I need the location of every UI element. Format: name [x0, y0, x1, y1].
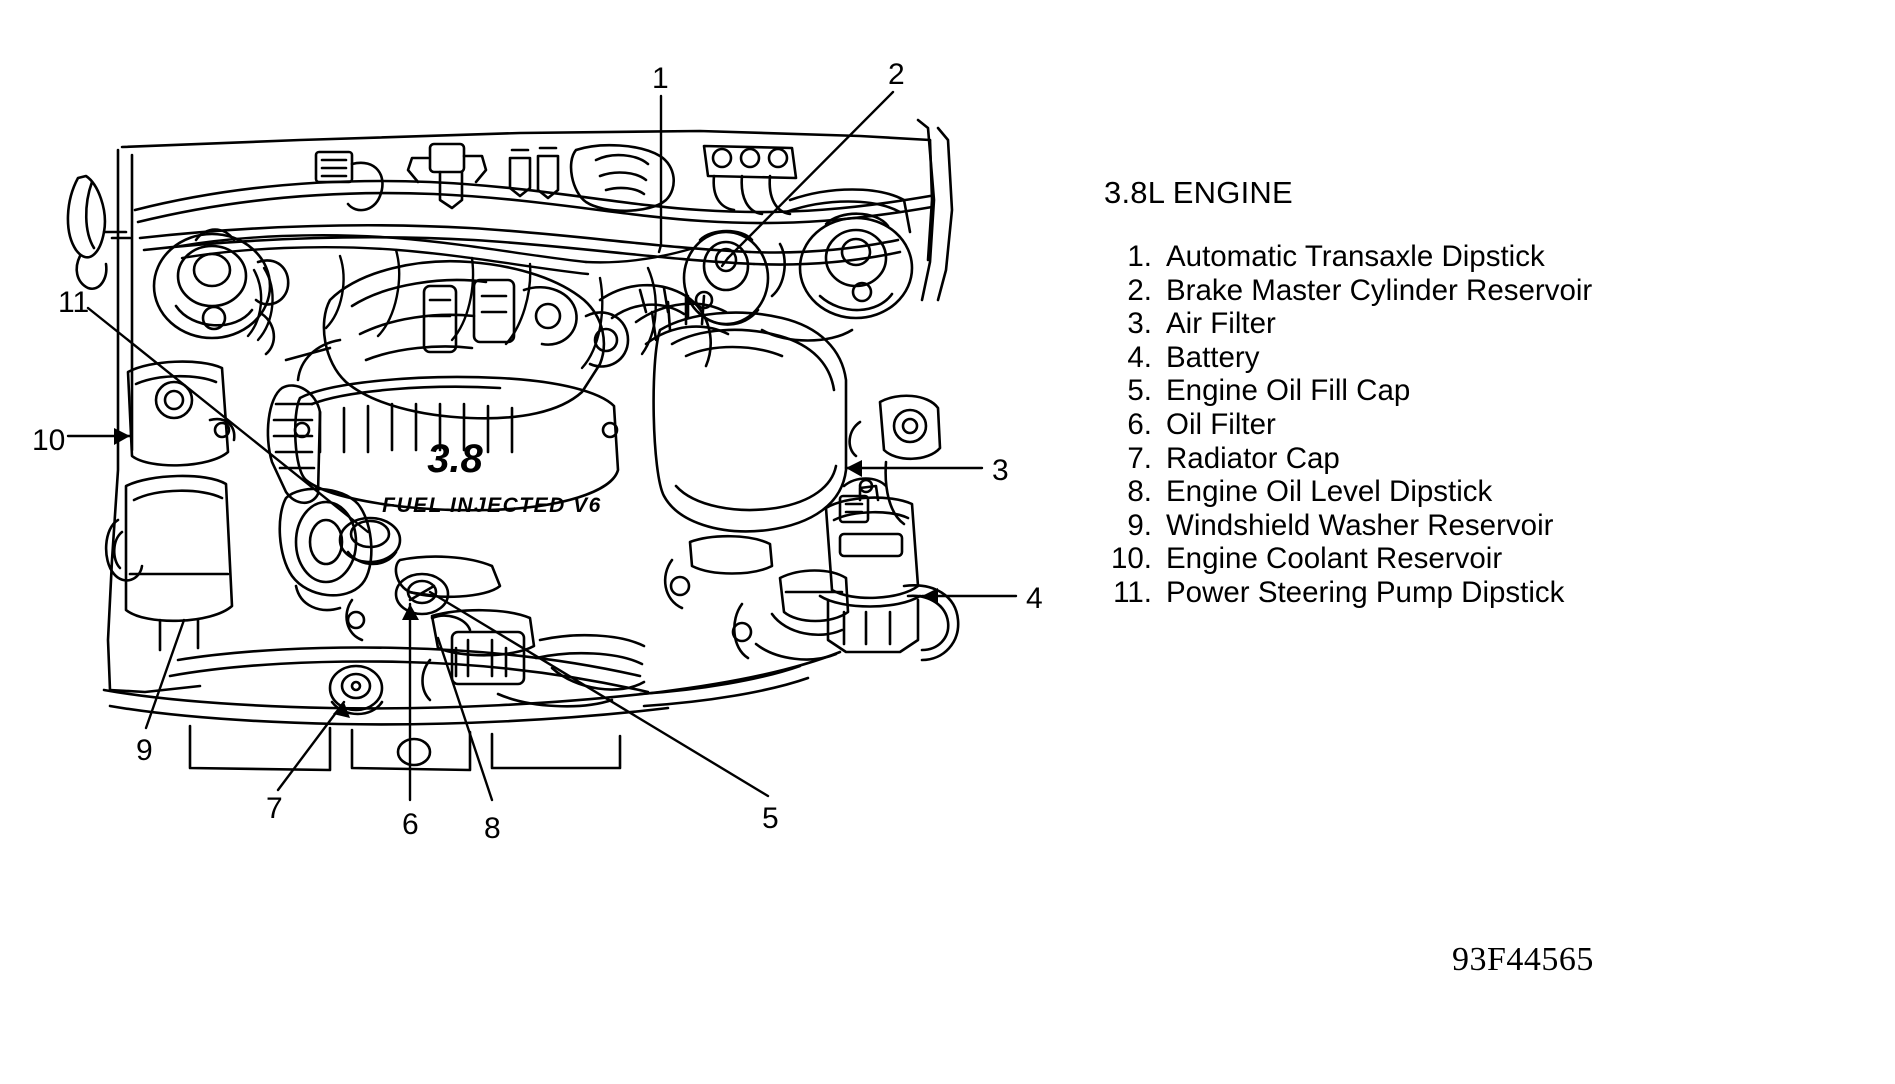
legend-item-number: 3.: [1127, 307, 1152, 341]
engine-fuel-system-text: FUEL INJECTED V6: [382, 494, 602, 517]
callout-leaders: [66, 90, 1018, 802]
wiring-harness: [178, 233, 696, 370]
legend-item-label: Engine Oil Fill Cap: [1166, 374, 1411, 408]
legend-item-number: 4.: [1127, 340, 1152, 374]
cowl-components: [314, 142, 798, 216]
legend-item-number: 1.: [1127, 240, 1152, 273]
radiator-and-front: [102, 646, 842, 772]
callout-number-8: 8: [484, 812, 501, 845]
legend-item-label: Radiator Cap: [1166, 441, 1340, 475]
battery: [818, 478, 960, 662]
legend-item-label: Oil Filter: [1166, 407, 1276, 441]
callout-number-3: 3: [992, 454, 1009, 487]
legend-item: 2. Brake Master Cylinder Reservoir: [1096, 274, 1886, 308]
legend-item: 1. Automatic Transaxle Dipstick: [1096, 240, 1886, 274]
engine-line-art: 3.8 FUEL INJECTED V6: [32, 58, 1043, 845]
accessory-drive: [266, 338, 373, 612]
reservoirs-left: [104, 360, 236, 652]
engine-valve-cover: [293, 375, 620, 512]
lower-center-components: [421, 608, 646, 708]
legend: 3.8L ENGINE 1. Automatic Transaxle Dipst…: [1096, 176, 1886, 610]
legend-item-label: Power Steering Pump Dipstick: [1166, 575, 1565, 609]
legend-item: 11. Power Steering Pump Dipstick: [1096, 576, 1886, 610]
legend-title: 3.8L ENGINE: [1104, 175, 1293, 210]
legend-item-list: 1. Automatic Transaxle Dipstick 2. Brake…: [1096, 240, 1886, 610]
engine-displacement-text: 3.8: [427, 437, 483, 481]
engine-bay-diagram: 3.8 FUEL INJECTED V6: [32, 58, 1043, 845]
callout-number-11: 11: [58, 286, 89, 319]
legend-item-label: Windshield Washer Reservoir: [1166, 508, 1554, 542]
callout-number-4: 4: [1026, 582, 1043, 615]
callout-number-10: 10: [32, 424, 65, 457]
legend-item: 7. Radiator Cap: [1096, 442, 1886, 476]
left-strut-tower: [152, 228, 290, 356]
legend-item-label: Air Filter: [1166, 307, 1276, 341]
figure-part-number: 93F44565: [1452, 941, 1594, 978]
legend-item-number: 5.: [1127, 374, 1152, 408]
callout-number-9: 9: [136, 734, 153, 767]
legend-item: 6. Oil Filter: [1096, 408, 1886, 442]
legend-item-number: 8.: [1127, 475, 1152, 509]
legend-item-label: Battery: [1166, 340, 1260, 374]
right-brackets: [731, 394, 942, 661]
callout-numbers: 1 2 3 4 5 6 7 8 9 10 11: [32, 58, 1043, 845]
legend-item-number: 9.: [1127, 508, 1152, 542]
legend-item-label: Automatic Transaxle Dipstick: [1166, 240, 1545, 273]
legend-item: 5. Engine Oil Fill Cap: [1096, 374, 1886, 408]
legend-item-label: Engine Oil Level Dipstick: [1166, 475, 1493, 509]
engine-cover-lettering: 3.8 FUEL INJECTED V6: [382, 437, 602, 517]
legend-item-number: 10.: [1110, 542, 1152, 576]
legend-item-number: 6.: [1127, 407, 1152, 441]
oil-service-points: [338, 516, 502, 642]
callout-number-1: 1: [652, 62, 669, 95]
legend-item-number: 11.: [1113, 575, 1152, 609]
callout-number-7: 7: [266, 792, 283, 825]
legend-item-label: Engine Coolant Reservoir: [1166, 542, 1503, 576]
callout-number-2: 2: [888, 58, 905, 91]
callout-number-5: 5: [762, 802, 779, 835]
vehicle-body-outline: [66, 118, 954, 694]
legend-item: 3. Air Filter: [1096, 307, 1886, 341]
legend-item: 8. Engine Oil Level Dipstick: [1096, 475, 1886, 509]
legend-item-label: Brake Master Cylinder Reservoir: [1166, 273, 1593, 307]
legend-item-number: 7.: [1127, 441, 1152, 475]
air-cleaner-assembly: [634, 294, 848, 610]
cowl-region: [138, 223, 902, 266]
legend-item: 9. Windshield Washer Reservoir: [1096, 509, 1886, 543]
legend-item: 4. Battery: [1096, 341, 1886, 375]
legend-item: 10. Engine Coolant Reservoir: [1096, 542, 1886, 576]
callout-number-6: 6: [402, 808, 419, 841]
legend-item-number: 2.: [1127, 273, 1152, 307]
